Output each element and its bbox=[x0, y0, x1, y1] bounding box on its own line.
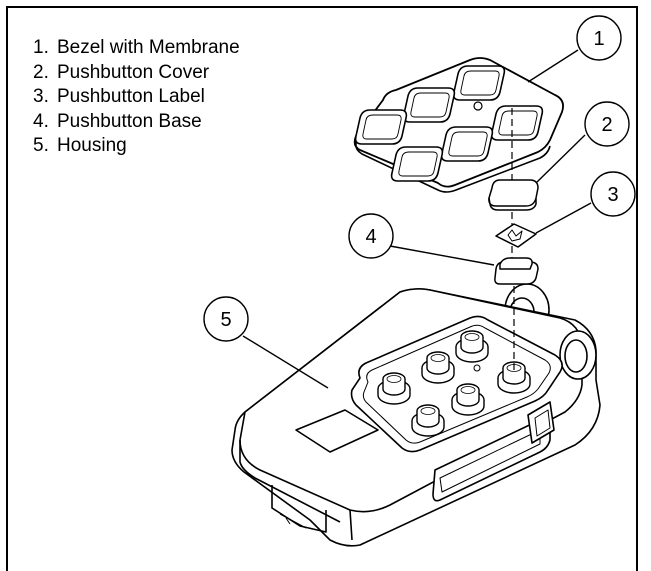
leader-line-4 bbox=[389, 245, 495, 266]
callout-circle-2 bbox=[584, 101, 630, 147]
leader-line-5 bbox=[242, 335, 329, 389]
legend-item-2: 2. Pushbutton Cover bbox=[33, 61, 240, 86]
legend-number: 4. bbox=[33, 110, 49, 132]
callout-circle-4 bbox=[348, 213, 394, 259]
legend-label: Pushbutton Label bbox=[57, 86, 205, 107]
callout-number-2: 2 bbox=[601, 114, 612, 136]
legend-label: Housing bbox=[57, 135, 127, 156]
legend-label: Pushbutton Base bbox=[57, 110, 202, 132]
legend-number: 5. bbox=[33, 135, 49, 156]
callout-number-4: 4 bbox=[365, 226, 376, 248]
pushbutton-cover bbox=[488, 179, 539, 211]
leader-line-3 bbox=[535, 202, 592, 234]
callout-numbers: 1 2 3 4 5 bbox=[220, 28, 618, 331]
legend-label: Pushbutton Cover bbox=[57, 61, 210, 83]
leader-line-2 bbox=[535, 134, 586, 184]
callout-number-3: 3 bbox=[607, 184, 618, 206]
callout-circle-1 bbox=[576, 15, 622, 61]
legend-item-5: 5. Housing bbox=[33, 134, 240, 159]
legend-label: Bezel with Membrane bbox=[57, 37, 240, 58]
callout-number-1: 1 bbox=[593, 28, 604, 50]
callouts bbox=[203, 15, 636, 389]
assembly-axis bbox=[511, 108, 515, 370]
legend-number: 3. bbox=[33, 86, 49, 107]
leader-line-1 bbox=[527, 49, 579, 83]
pushbutton-base bbox=[494, 257, 539, 285]
callout-circle-3 bbox=[590, 171, 636, 217]
legend-number: 2. bbox=[33, 61, 49, 83]
callout-number-5: 5 bbox=[220, 309, 231, 331]
parts-legend: 1. Bezel with Membrane 2. Pushbutton Cover… bbox=[33, 36, 240, 159]
legend-item-3: 3. Pushbutton Label bbox=[33, 85, 240, 110]
pushbutton-label bbox=[495, 223, 537, 248]
legend-number: 1. bbox=[33, 37, 49, 58]
callout-circle-5 bbox=[203, 296, 249, 342]
legend-item-4: 4. Pushbutton Base bbox=[33, 110, 240, 135]
legend-item-1: 1. Bezel with Membrane bbox=[33, 36, 240, 61]
